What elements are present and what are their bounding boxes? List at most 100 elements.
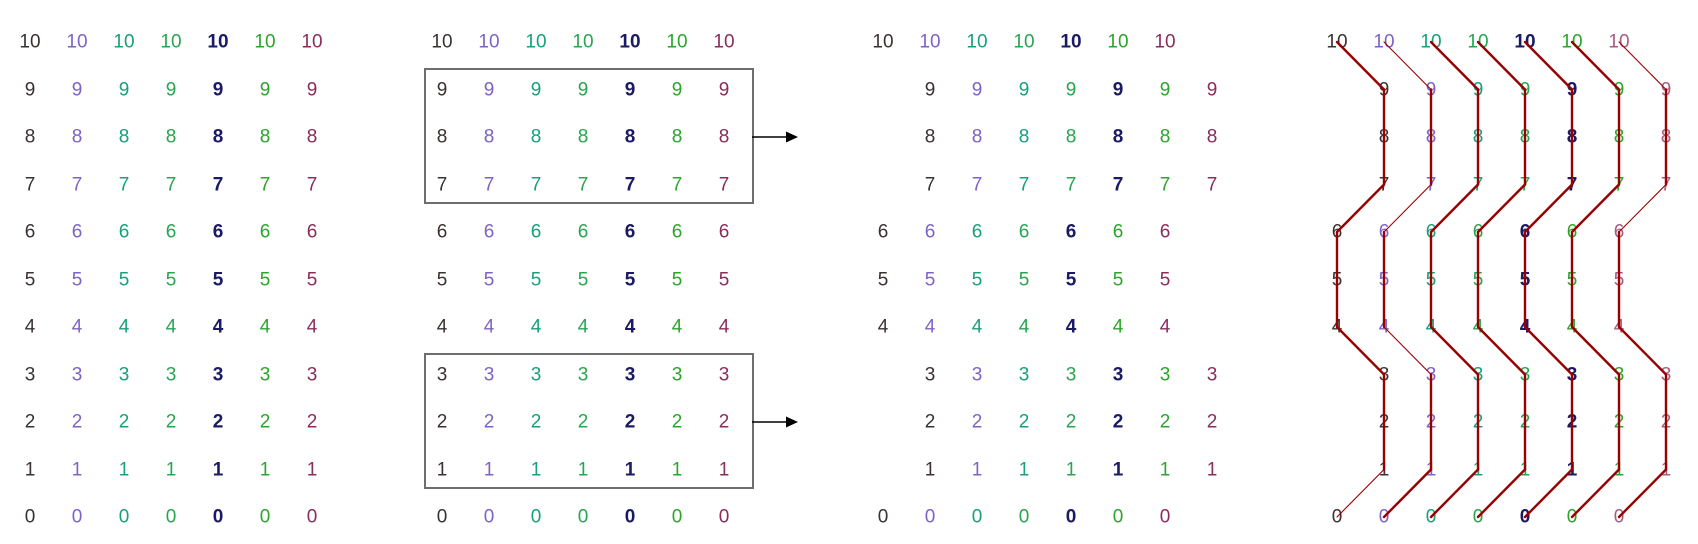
grid-number: 10 — [1013, 31, 1035, 53]
grid-number: 6 — [165, 221, 177, 243]
grid-number: 6 — [1112, 221, 1124, 243]
grid-number: 7 — [1519, 174, 1531, 195]
grid-number: 9 — [577, 79, 589, 100]
grid-number: 7 — [530, 174, 542, 195]
grid-number: 9 — [624, 79, 636, 100]
grid-number: 0 — [1112, 506, 1124, 528]
grid-number: 4 — [577, 316, 589, 338]
grid-number: 4 — [924, 316, 936, 338]
grid-number: 7 — [71, 174, 83, 195]
grid-number: 4 — [877, 316, 889, 338]
grid-number: 0 — [577, 506, 589, 528]
grid-number: 9 — [71, 79, 83, 100]
grid-number: 3 — [1065, 364, 1077, 385]
grid-number: 4 — [1519, 316, 1531, 338]
grid-number: 0 — [671, 506, 683, 528]
grid-number: 2 — [1159, 411, 1171, 433]
grid-number: 9 — [1159, 79, 1171, 100]
grid-number: 7 — [577, 174, 589, 195]
grid-number: 8 — [1425, 126, 1437, 148]
grid-number: 1 — [212, 459, 224, 480]
grid-number: 8 — [671, 126, 683, 148]
grid-number: 7 — [1472, 174, 1484, 195]
grid-number: 0 — [483, 506, 495, 528]
grid-number: 4 — [530, 316, 542, 338]
grid-number: 4 — [1331, 316, 1343, 338]
grid-number: 10 — [713, 31, 735, 53]
grid-number: 2 — [1425, 411, 1437, 433]
grid-number: 6 — [877, 221, 889, 243]
grid-number: 7 — [1159, 174, 1171, 195]
grid-number: 3 — [24, 364, 36, 385]
grid-number: 6 — [1331, 221, 1343, 243]
grid-number: 9 — [1519, 79, 1531, 100]
grid-number: 9 — [1206, 79, 1218, 100]
grid-number: 1 — [483, 459, 495, 480]
grid-number: 0 — [1331, 506, 1343, 528]
grid-number: 2 — [306, 411, 318, 433]
grid-number: 3 — [1159, 364, 1171, 385]
grid-number: 3 — [971, 364, 983, 385]
grid-number: 10 — [1326, 31, 1348, 53]
grid-number: 4 — [24, 316, 36, 338]
grid-number: 0 — [1159, 506, 1171, 528]
grid-number: 1 — [1566, 459, 1578, 480]
grid-number: 7 — [1425, 174, 1437, 195]
grid-number: 0 — [877, 506, 889, 528]
grid-number: 10 — [1373, 31, 1395, 53]
grid-number: 7 — [1566, 174, 1578, 195]
grid-number: 7 — [165, 174, 177, 195]
grid-number: 6 — [718, 221, 730, 243]
grid-number: 3 — [165, 364, 177, 385]
grid-number: 5 — [1519, 269, 1531, 290]
grid-number: 10 — [478, 31, 500, 53]
grid-number: 2 — [436, 411, 448, 433]
grid-number: 3 — [671, 364, 683, 385]
selection-box — [424, 352, 754, 489]
grid-number: 2 — [1472, 411, 1484, 433]
grid-number: 8 — [118, 126, 130, 148]
grid-number: 7 — [1206, 174, 1218, 195]
grid-number: 5 — [306, 269, 318, 290]
grid-number: 2 — [1206, 411, 1218, 433]
grid-number: 5 — [1159, 269, 1171, 290]
grid-number: 7 — [1660, 174, 1672, 195]
grid-number: 10 — [919, 31, 941, 53]
grid-number: 3 — [1378, 364, 1390, 385]
grid-number: 5 — [877, 269, 889, 290]
grid-number: 6 — [624, 221, 636, 243]
grid-number: 7 — [1065, 174, 1077, 195]
grid-number: 5 — [1065, 269, 1077, 290]
grid-number: 2 — [924, 411, 936, 433]
grid-number: 7 — [1613, 174, 1625, 195]
grid-number: 0 — [306, 506, 318, 528]
grid-number: 4 — [165, 316, 177, 338]
grid-number: 1 — [530, 459, 542, 480]
grid-number: 10 — [1608, 31, 1630, 53]
grid-number: 4 — [1566, 316, 1578, 338]
grid-number: 3 — [1519, 364, 1531, 385]
grid-number: 10 — [19, 31, 41, 53]
grid-number: 2 — [1660, 411, 1672, 433]
grid-number: 1 — [577, 459, 589, 480]
grid-number: 10 — [431, 31, 453, 53]
grid-number: 3 — [483, 364, 495, 385]
grid-number: 1 — [1613, 459, 1625, 480]
grid-number: 5 — [624, 269, 636, 290]
grid-number: 8 — [1206, 126, 1218, 148]
grid-number: 3 — [1206, 364, 1218, 385]
grid-number: 6 — [1159, 221, 1171, 243]
grid-number: 0 — [165, 506, 177, 528]
grid-number: 1 — [24, 459, 36, 480]
grid-number: 3 — [1613, 364, 1625, 385]
grid-number: 9 — [530, 79, 542, 100]
grid-number: 2 — [671, 411, 683, 433]
grid-number: 5 — [436, 269, 448, 290]
grid-number: 5 — [165, 269, 177, 290]
grid-number: 0 — [1018, 506, 1030, 528]
grid-number: 6 — [1519, 221, 1531, 243]
grid-number: 9 — [924, 79, 936, 100]
grid-number: 7 — [1378, 174, 1390, 195]
grid-number: 3 — [718, 364, 730, 385]
grid-number: 10 — [1561, 31, 1583, 53]
